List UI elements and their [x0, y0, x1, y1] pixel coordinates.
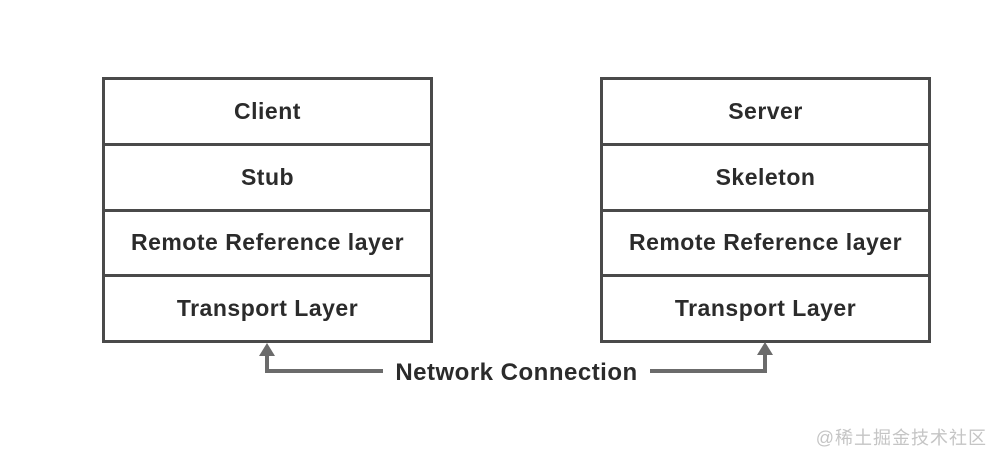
layer-remote-reference-client-label: Remote Reference layer	[130, 229, 405, 256]
arrow-up-icon	[259, 343, 275, 356]
layer-remote-reference-server: Remote Reference layer	[603, 208, 928, 275]
layer-stub: Stub	[105, 142, 430, 209]
watermark: @稀土掘金技术社区	[815, 428, 987, 448]
layer-transport-client: Transport Layer	[105, 274, 430, 340]
layer-remote-reference-client: Remote Reference layer	[105, 208, 430, 275]
layer-stub-label: Stub	[240, 163, 295, 190]
layer-transport-client-label: Transport Layer	[176, 295, 359, 322]
layer-client: Client	[105, 80, 430, 143]
connector-line-right	[650, 369, 767, 373]
layer-skeleton: Skeleton	[603, 142, 928, 209]
connector-shaft-right	[763, 354, 767, 373]
layer-transport-server-label: Transport Layer	[674, 295, 857, 322]
layer-skeleton-label: Skeleton	[715, 163, 816, 190]
layer-server: Server	[603, 80, 928, 143]
server-stack: Server Skeleton Remote Reference layer T…	[600, 77, 931, 343]
layer-remote-reference-server-label: Remote Reference layer	[628, 229, 903, 256]
layer-transport-server: Transport Layer	[603, 274, 928, 340]
connector-line-left	[265, 369, 383, 373]
client-stack: Client Stub Remote Reference layer Trans…	[102, 77, 433, 343]
arrow-up-icon	[757, 342, 773, 355]
layer-server-label: Server	[728, 97, 803, 124]
network-connection-label: Network Connection	[395, 359, 638, 386]
connector-shaft-left	[265, 354, 269, 373]
layer-client-label: Client	[234, 97, 301, 124]
